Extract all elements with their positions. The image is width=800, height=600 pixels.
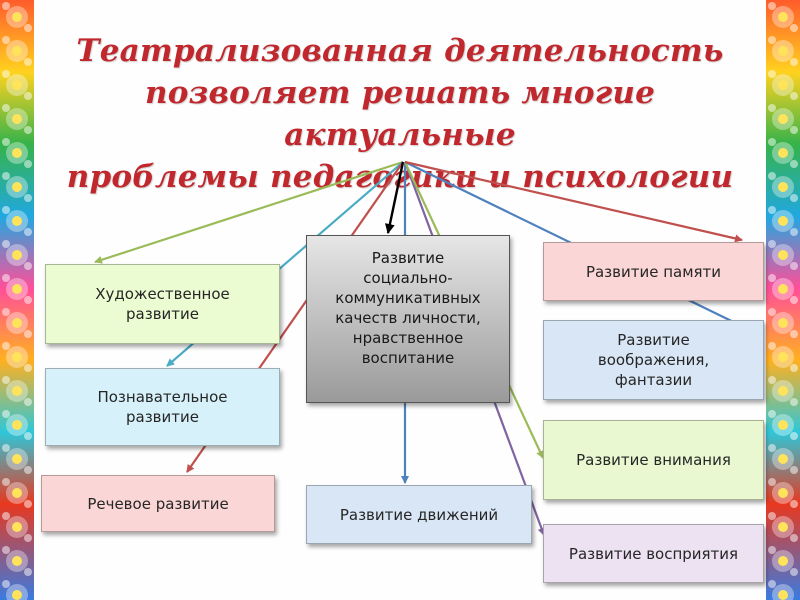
- box-imagination-development: Развитие воображения, фантазии: [543, 320, 764, 400]
- box-movement-development: Развитие движений: [306, 485, 532, 544]
- box-memory-development: Развитие памяти: [543, 242, 764, 301]
- box-speech-development: Речевое развитие: [41, 475, 275, 532]
- arrow-to-memory: [405, 162, 742, 240]
- box-social-communicative: Развитие социально- коммуникативных каче…: [306, 235, 510, 403]
- box-attention-development: Развитие внимания: [543, 420, 764, 500]
- box-cognitive-development: Познавательное развитие: [45, 368, 280, 446]
- box-perception-development: Развитие восприятия: [543, 524, 764, 583]
- box-art-development: Художественное развитие: [45, 264, 280, 344]
